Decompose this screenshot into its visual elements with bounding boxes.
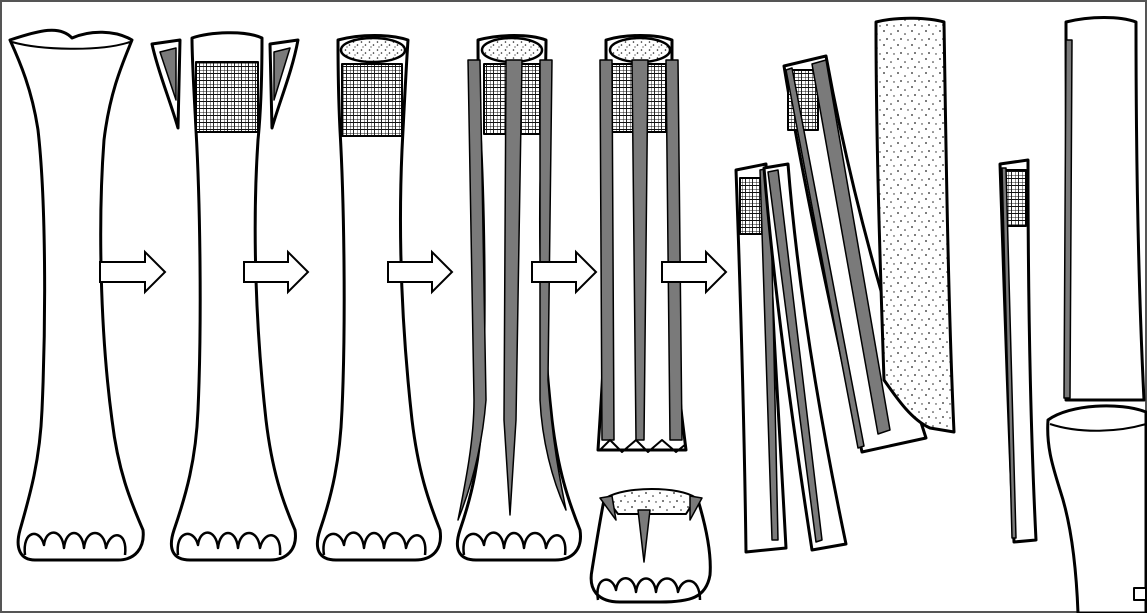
stage-8-refit-bone bbox=[1048, 18, 1146, 613]
stage-7-final-rod bbox=[1000, 160, 1036, 542]
stage-6-blank bbox=[876, 18, 954, 432]
stage-4-grooved-shaft bbox=[457, 36, 580, 561]
stage-1-intact-bone bbox=[10, 30, 143, 560]
stage-5-epiphysis bbox=[591, 489, 710, 602]
process-arrow-1 bbox=[100, 252, 165, 292]
stage-2-epiphysis-removed bbox=[152, 33, 298, 560]
stage-3-cut-end bbox=[317, 36, 440, 561]
stage-5-separated-shaft bbox=[598, 36, 686, 453]
